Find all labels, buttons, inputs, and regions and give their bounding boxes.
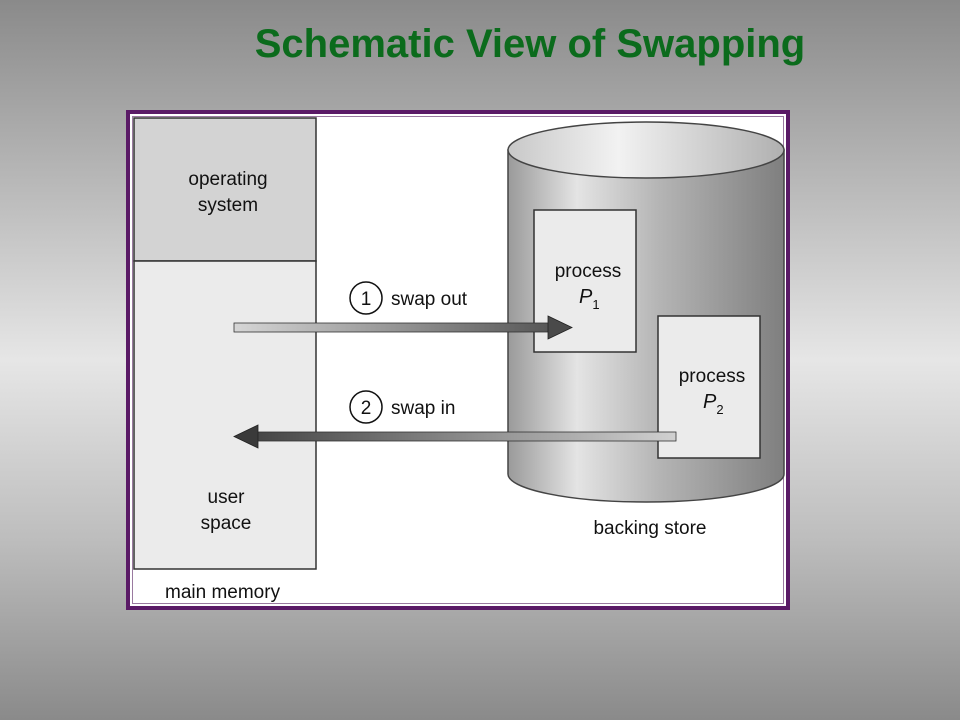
swapping-diagram: operating system user space main memory … [133, 117, 785, 603]
main-memory: operating system user space main memory [133, 117, 317, 603]
step-2-number: 2 [361, 398, 372, 419]
backing-store-caption: backing store [593, 518, 706, 539]
operating-system-region [133, 117, 317, 262]
process-p1-subscript: 1 [592, 297, 599, 312]
user-label-line2: space [201, 513, 252, 534]
step-1-number: 1 [361, 289, 372, 310]
process-p2-subscript: 2 [716, 402, 723, 417]
diagram-frame: operating system user space main memory … [126, 110, 790, 610]
process-p2-name: P [703, 391, 717, 413]
slide-title: Schematic View of Swapping [254, 22, 806, 66]
cylinder-top [507, 121, 785, 179]
process-p2-word: process [679, 366, 746, 387]
swap-out-arrow-head [547, 315, 573, 340]
swap-in-arrow-shaft [251, 431, 677, 442]
process-p1-word: process [555, 261, 622, 282]
swap-out-step: 1 swap out [233, 281, 573, 340]
step-1-circle [349, 281, 383, 315]
svg-text:P1: P1 [579, 286, 600, 312]
svg-text:P2: P2 [703, 391, 724, 417]
user-space-region [133, 260, 317, 570]
process-p1-name: P [579, 286, 593, 308]
step-2-label: swap in [391, 398, 455, 419]
main-memory-caption: main memory [165, 582, 281, 603]
os-label-line2: system [198, 195, 258, 216]
swap-in-arrow-head [233, 424, 259, 449]
backing-store: backing store process P1 process P2 [507, 121, 785, 539]
step-1-label: swap out [391, 289, 468, 310]
swap-out-arrow-shaft [233, 322, 555, 333]
swap-in-step: 2 swap in [233, 390, 677, 449]
step-2-circle [349, 390, 383, 424]
user-label-line1: user [208, 487, 246, 508]
os-label-line1: operating [188, 169, 267, 190]
